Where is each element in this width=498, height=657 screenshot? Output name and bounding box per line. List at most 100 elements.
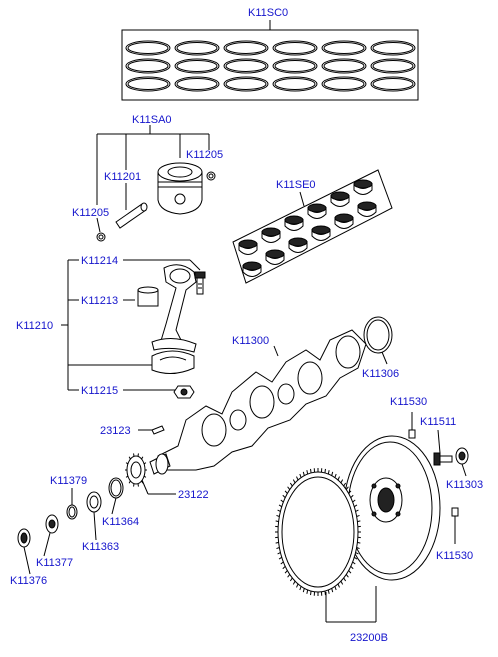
label-k11530-top[interactable]: K11530	[390, 396, 427, 408]
gear-tooth	[144, 476, 146, 477]
ring-gear-tooth	[300, 474, 301, 478]
nut-k11376	[18, 529, 30, 574]
woodruff-key	[138, 426, 164, 434]
label-k11377[interactable]: K11377	[36, 557, 73, 569]
ring-gear-tooth	[353, 562, 356, 564]
label-k11213[interactable]: K11213	[81, 295, 118, 307]
ring-gear-tooth	[357, 521, 360, 522]
rod-nut	[174, 386, 194, 398]
ring-gear-tooth	[281, 562, 284, 564]
ring-gear-tooth	[278, 553, 281, 554]
main-bearing-shell	[289, 238, 307, 253]
piston-ring	[175, 77, 219, 91]
label-23122[interactable]: 23122	[178, 489, 209, 501]
ring-gear-tooth	[283, 495, 285, 497]
ring-gear-tooth	[335, 474, 336, 478]
main-bearing-shell	[358, 202, 376, 217]
flywheel-leaders	[326, 586, 376, 622]
piston-ring	[322, 77, 366, 91]
ring-gear-tooth	[357, 542, 360, 543]
piston-ring	[175, 41, 219, 55]
label-k11364[interactable]: K11364	[102, 516, 139, 528]
ring-gear-tooth	[332, 472, 333, 476]
ring-gear-tooth	[344, 578, 346, 581]
ring-gear-tooth	[297, 477, 299, 480]
label-k11se0[interactable]: K11SE0	[276, 179, 316, 191]
ring-gear-tooth	[285, 571, 287, 574]
ring-gear-tooth	[311, 469, 312, 473]
main-bearing-shell	[335, 214, 353, 229]
piston-ring	[273, 77, 317, 91]
spacer-k11363	[87, 492, 101, 540]
piston-ring	[224, 41, 268, 55]
piston-ring	[273, 41, 317, 55]
ring-gear-tooth	[276, 521, 279, 522]
label-k11214[interactable]: K11214	[81, 255, 118, 267]
piston-ring	[175, 59, 219, 73]
piston-ring	[126, 59, 170, 73]
label-k11363[interactable]: K11363	[82, 541, 119, 553]
label-23200b[interactable]: 23200B	[350, 632, 388, 644]
piston	[158, 163, 202, 214]
ring-gear-tooth	[303, 472, 304, 476]
ring-gear-tooth	[290, 578, 292, 581]
label-k11530-bottom[interactable]: K11530	[436, 550, 473, 562]
label-k11205-left[interactable]: K11205	[72, 207, 109, 219]
flywheel	[344, 436, 440, 580]
label-k11306[interactable]: K11306	[362, 368, 399, 380]
label-k11201[interactable]: K11201	[104, 171, 141, 183]
dowel-pin-bottom	[452, 508, 458, 544]
gear-tooth	[126, 476, 128, 477]
ring-gear-tooth	[307, 590, 308, 594]
ring-gear-tooth	[293, 480, 295, 483]
gear-tooth	[126, 463, 128, 464]
ring-gear-tooth	[307, 470, 308, 474]
label-k11300[interactable]: K11300	[232, 335, 269, 347]
piston-ring	[371, 77, 415, 91]
main-bearing-shell	[308, 204, 326, 219]
main-bearing-shell	[354, 180, 372, 195]
label-k11205-top[interactable]: K11205	[186, 149, 223, 161]
seal-k11377	[44, 515, 58, 556]
label-k11379[interactable]: K11379	[50, 475, 87, 487]
rod-bearing-upper	[138, 287, 158, 306]
label-23123[interactable]: 23123	[100, 425, 131, 437]
label-k11210[interactable]: K11210	[16, 320, 53, 332]
ring-gear-tooth	[303, 588, 304, 592]
ring-gear-tooth	[328, 590, 329, 594]
ring-gear-tooth	[341, 581, 343, 584]
ring-gear-tooth	[278, 510, 281, 511]
label-k11376[interactable]: K11376	[10, 575, 47, 587]
gear-tooth	[144, 463, 146, 464]
label-k11215[interactable]: K11215	[81, 385, 118, 397]
piston-ring	[224, 59, 268, 73]
crankshaft-leader	[274, 346, 278, 356]
ring-gear-tooth	[354, 557, 357, 559]
label-k11sc0[interactable]: K11SC0	[248, 7, 288, 19]
ring-gear-tooth	[293, 581, 295, 584]
ring-gear-tooth	[311, 591, 312, 595]
ring-gear-tooth	[325, 591, 326, 595]
rod-cap	[152, 351, 194, 374]
ring-gear-tooth	[288, 487, 290, 490]
ring-gear-tooth	[335, 586, 336, 590]
oil-seal-ring	[364, 317, 392, 364]
piston-ring	[322, 41, 366, 55]
flywheel-bolt	[434, 430, 452, 465]
label-k11511[interactable]: K11511	[420, 416, 456, 428]
piston-ring	[322, 59, 366, 73]
ring-gear-tooth	[325, 469, 326, 473]
ring-gear-tooth	[285, 491, 287, 494]
piston-ring	[126, 77, 170, 91]
snap-ring-k11364	[109, 478, 123, 514]
piston-pin	[116, 203, 147, 228]
main-bearing-shell	[266, 250, 284, 265]
gear-tooth	[129, 481, 130, 483]
main-bearing-shell	[312, 226, 330, 241]
label-k11sa0[interactable]: K11SA0	[132, 114, 172, 126]
label-k11303[interactable]: K11303	[446, 479, 483, 491]
dowel-pin-top	[409, 412, 415, 438]
ring-gear-tooth	[290, 483, 292, 486]
ring-gear-tooth	[332, 588, 333, 592]
